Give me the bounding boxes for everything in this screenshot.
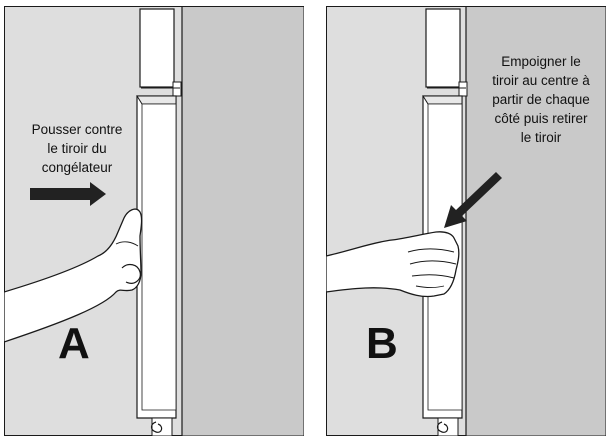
finger-line: [415, 285, 445, 288]
push-arrow-icon: [30, 182, 106, 206]
refrigerator-side: [466, 7, 606, 436]
hand-icon: [4, 208, 143, 343]
panel-letter: A: [58, 319, 90, 368]
hinge-icon: [141, 81, 182, 97]
panel-a: Pousser contre le tiroir du congélateur …: [4, 6, 304, 436]
finger-crease: [115, 241, 139, 247]
upper-door: [425, 8, 461, 88]
thumb-line: [121, 263, 141, 284]
pull-arrow-icon: [444, 172, 502, 228]
hand-icon: [326, 231, 460, 298]
drawer-top-edge: [422, 95, 463, 105]
finger-line: [411, 274, 455, 279]
panel-b: Empoigner le tiroir au centre à partir d…: [326, 6, 611, 436]
instruction-caption: Pousser contre le tiroir du congélateur: [31, 122, 123, 175]
refrigerator-side: [182, 7, 304, 436]
panel-letter: B: [366, 319, 398, 368]
drawer-top-edge: [136, 95, 177, 105]
foot-spring: [150, 421, 163, 433]
finger-line: [407, 248, 455, 253]
upper-door: [139, 8, 175, 88]
panel-b-illustration: [326, 6, 606, 436]
finger-line: [409, 260, 457, 265]
instruction-caption: Empoigner le tiroir au centre à partir d…: [492, 54, 590, 145]
panel-a-illustration: [4, 6, 304, 436]
hinge-icon: [427, 81, 468, 97]
drawer-front: [141, 103, 177, 411]
foot-spring: [436, 421, 449, 433]
